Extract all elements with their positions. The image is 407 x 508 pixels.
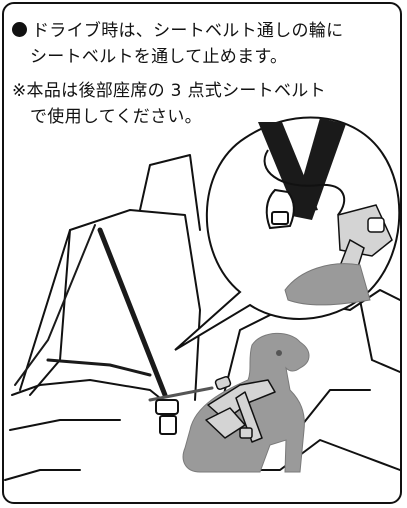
bullet-icon — [12, 22, 27, 37]
callout-detail — [258, 118, 393, 306]
instruction-line-1-text: ドライブ時は、シートベルト通しの輪に — [32, 21, 344, 41]
harness — [205, 376, 276, 443]
instruction-line-1: ドライブ時は、シートベルト通しの輪に — [12, 18, 343, 44]
instruction-line-2: シートベルトを通して止めます。 — [30, 47, 288, 67]
instruction-line-3: ※本品は後部座席の 3 点式シートベルト — [12, 81, 326, 101]
belt-buckle — [155, 399, 179, 435]
seat-belt — [14, 224, 214, 402]
instruction-line-4: で使用してください。 — [30, 107, 202, 127]
